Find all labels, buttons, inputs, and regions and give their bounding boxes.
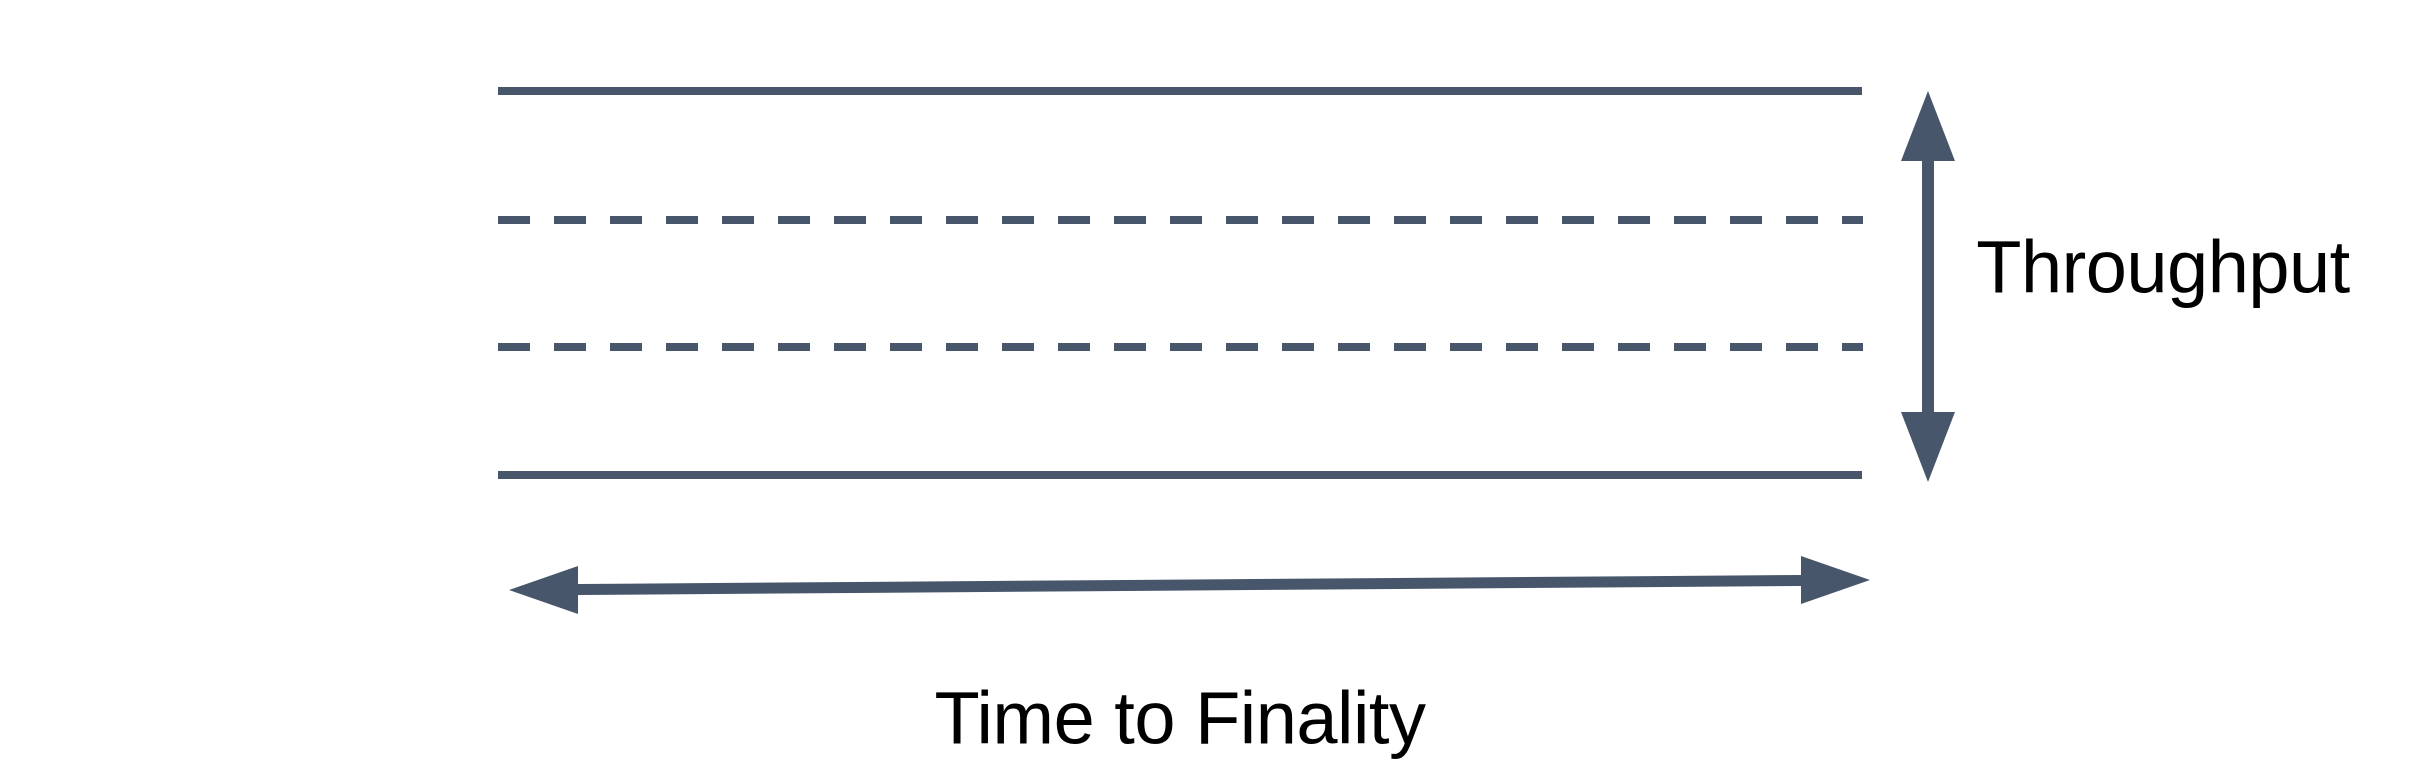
time-to-finality-label: Time to Finality [934,676,1426,760]
throughput-label: Throughput [1976,225,2350,309]
time-arrow-shaft [578,575,1801,595]
time-arrow-left-head [509,566,578,614]
throughput-arrow-up-head [1901,91,1955,161]
throughput-double-arrow-icon [1901,91,1955,482]
throughput-arrow-shaft [1922,155,1934,417]
throughput-arrow-down-head [1901,412,1955,482]
band-lines [498,87,1863,479]
time-arrow-right-head [1801,556,1870,604]
time-to-finality-double-arrow-icon [509,556,1870,614]
